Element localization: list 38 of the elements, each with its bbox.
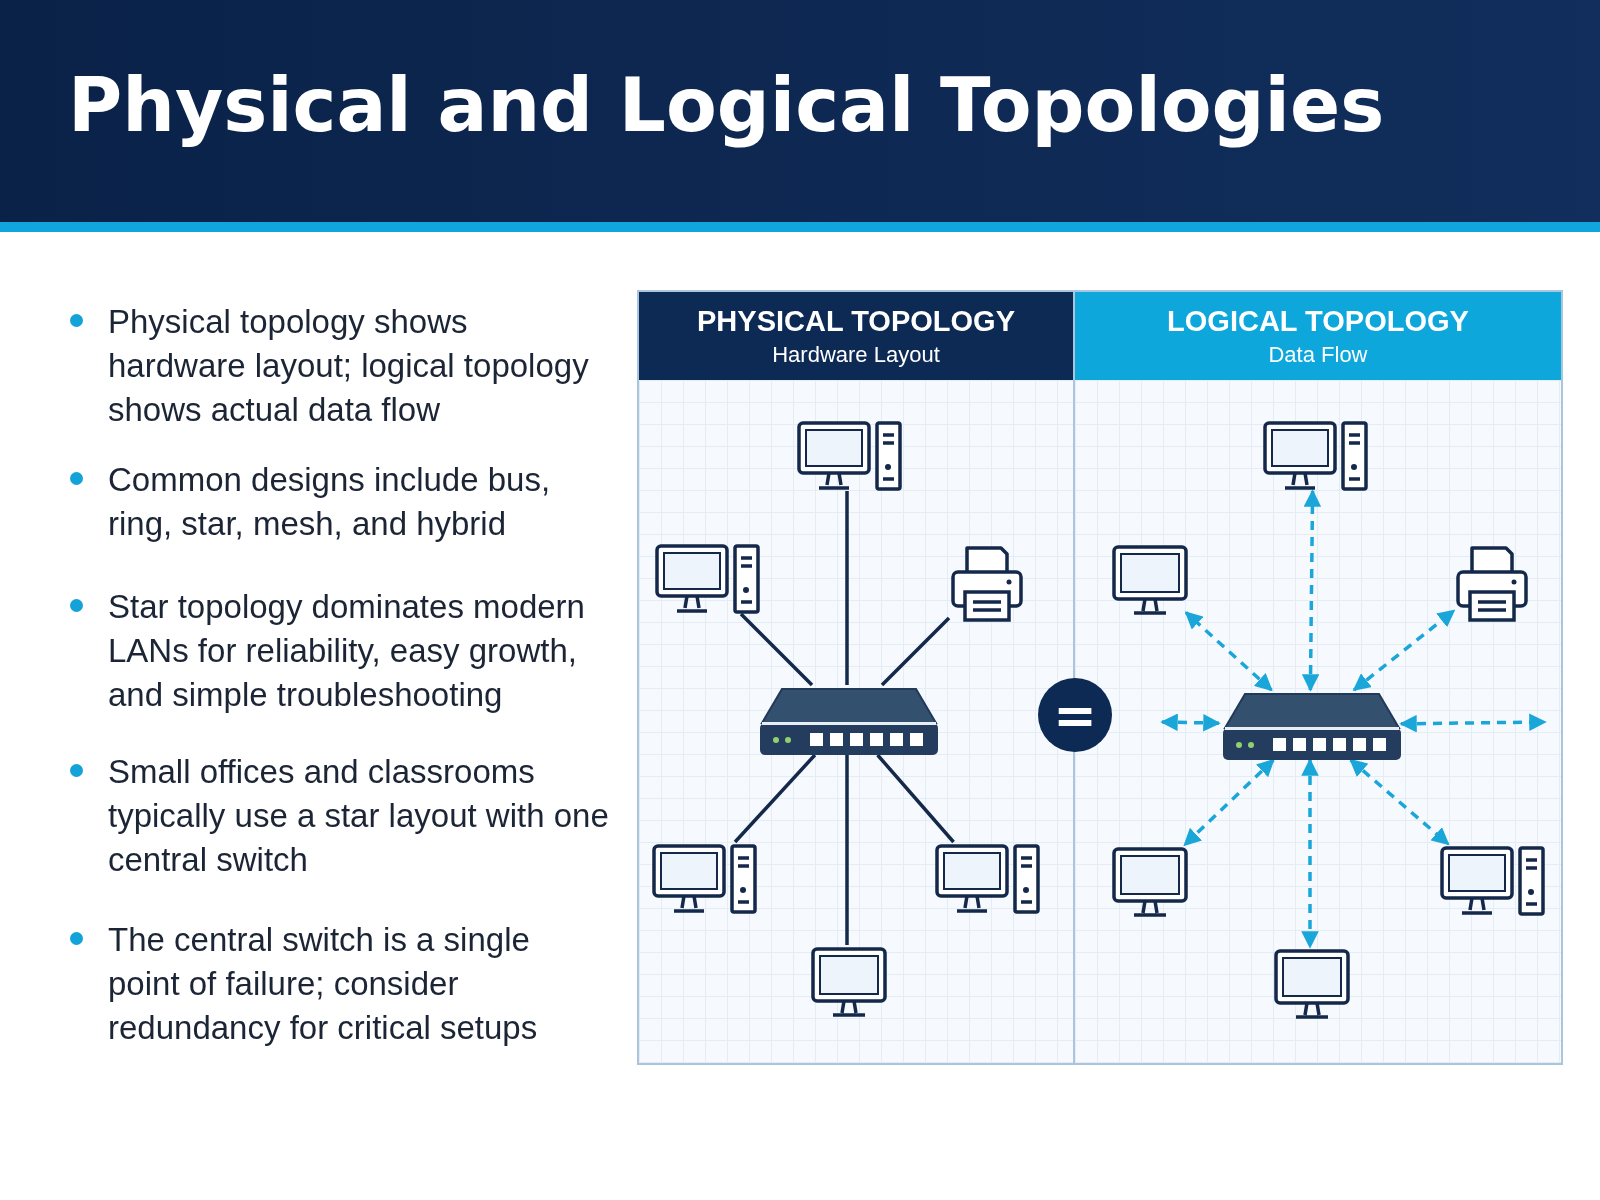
cable-line — [845, 755, 849, 945]
panel-subtitle: Data Flow — [1268, 341, 1368, 368]
arrow — [1184, 611, 1273, 692]
printer-icon — [951, 546, 1023, 622]
cable-line — [739, 612, 814, 687]
switch-icon — [1221, 692, 1403, 762]
monitor-icon — [1112, 545, 1188, 615]
arrow — [1349, 758, 1450, 846]
bullet-item: Physical topology shows hardware layout; logical topology shows actual data flow — [70, 300, 610, 432]
arrow — [1301, 489, 1322, 692]
bullet-item: Small offices and classrooms typically use a star layout with one central switch — [70, 750, 610, 882]
cable-line — [880, 616, 951, 687]
computer-icon — [654, 544, 760, 616]
arrow — [1160, 713, 1221, 732]
computer-icon — [796, 421, 902, 493]
arrow — [1183, 758, 1275, 847]
arrow — [1301, 758, 1319, 949]
cable-line — [845, 491, 849, 685]
monitor-icon — [1112, 847, 1188, 917]
panel-title: LOGICAL TOPOLOGY — [1167, 304, 1469, 338]
bullet-item: The central switch is a single point of failure; consider redundancy for critical setups — [70, 918, 610, 1050]
cable-line — [733, 753, 817, 844]
monitor-icon — [811, 947, 887, 1017]
computer-icon — [1262, 421, 1368, 493]
printer-icon — [1456, 546, 1528, 622]
cable-line — [876, 753, 955, 844]
arrow — [1399, 713, 1547, 733]
computer-icon — [1439, 846, 1545, 918]
panel-subtitle: Hardware Layout — [772, 341, 940, 368]
panel-title: PHYSICAL TOPOLOGY — [697, 304, 1015, 338]
arrow — [1352, 609, 1456, 692]
bullet-item: Star topology dominates modern LANs for reliability, easy growth, and simple troubleshooting — [70, 585, 610, 717]
bullet-item: Common designs include bus, ring, star, mesh, and hybrid — [70, 458, 610, 546]
monitor-icon — [1274, 949, 1350, 1019]
slide-title: Physical and Logical Topologies — [68, 62, 1385, 148]
switch-icon — [758, 687, 940, 757]
computer-icon — [934, 844, 1040, 916]
computer-icon — [651, 844, 757, 916]
